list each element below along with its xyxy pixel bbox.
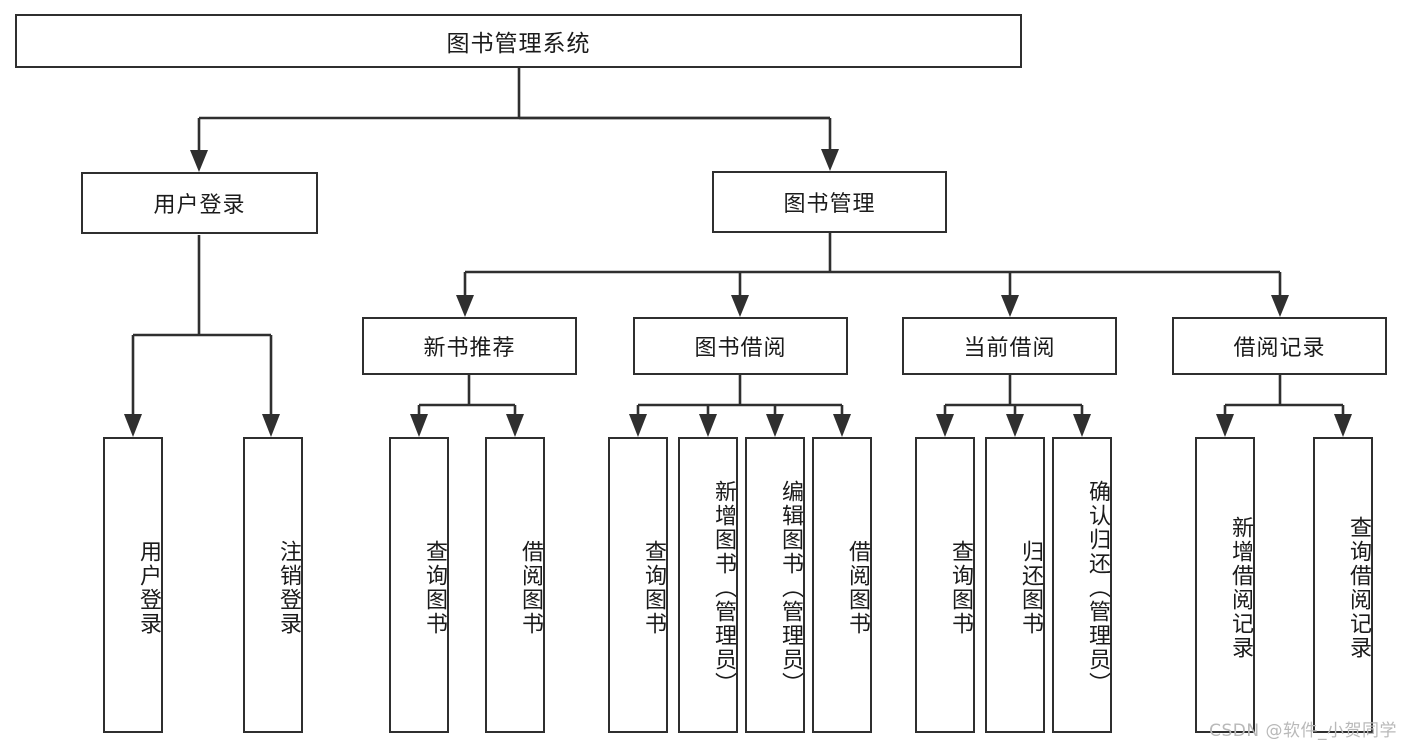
node-label: 图书管理	[783, 192, 876, 217]
leaf-query-book-recommend[interactable]: 查询图书	[389, 437, 449, 733]
node-label: 用户登录	[136, 540, 161, 636]
node-current-borrow[interactable]: 当前借阅	[902, 317, 1117, 375]
node-label: 借阅记录	[1233, 336, 1326, 361]
leaf-return-book[interactable]: 归还图书	[985, 437, 1045, 733]
node-label: 新增图书（管理员）	[711, 480, 736, 696]
leaf-logout[interactable]: 注销登录	[243, 437, 303, 733]
node-label: 查询图书	[641, 540, 666, 636]
leaf-query-book-borrow[interactable]: 查询图书	[608, 437, 668, 733]
node-label: 用户登录	[153, 193, 246, 218]
node-label: 借阅图书	[845, 540, 870, 636]
node-label: 查询图书	[422, 540, 447, 636]
leaf-confirm-return-admin[interactable]: 确认归还（管理员）	[1052, 437, 1112, 733]
node-label: 查询图书	[948, 540, 973, 636]
node-label: 图书管理系统	[446, 31, 591, 57]
leaf-add-borrow-record[interactable]: 新增借阅记录	[1195, 437, 1255, 733]
node-user-login[interactable]: 用户登录	[81, 172, 318, 234]
node-label: 确认归还（管理员）	[1085, 480, 1110, 696]
leaf-user-login[interactable]: 用户登录	[103, 437, 163, 733]
leaf-borrow-book[interactable]: 借阅图书	[812, 437, 872, 733]
node-label: 新增借阅记录	[1228, 516, 1253, 660]
node-book-borrow[interactable]: 图书借阅	[633, 317, 848, 375]
node-label: 归还图书	[1018, 540, 1043, 636]
node-label: 编辑图书（管理员）	[778, 480, 803, 696]
leaf-borrow-book-recommend[interactable]: 借阅图书	[485, 437, 545, 733]
leaf-add-book-admin[interactable]: 新增图书（管理员）	[678, 437, 738, 733]
leaf-query-borrow-record[interactable]: 查询借阅记录	[1313, 437, 1373, 733]
arrowheads	[124, 149, 1352, 437]
node-label: 新书推荐	[423, 336, 516, 361]
leaf-query-book-current[interactable]: 查询图书	[915, 437, 975, 733]
node-label: 注销登录	[276, 540, 301, 636]
node-new-book-recommend[interactable]: 新书推荐	[362, 317, 577, 375]
node-root-system[interactable]: 图书管理系统	[15, 14, 1022, 68]
node-book-management[interactable]: 图书管理	[712, 171, 947, 233]
leaf-edit-book-admin[interactable]: 编辑图书（管理员）	[745, 437, 805, 733]
node-label: 查询借阅记录	[1346, 516, 1371, 660]
node-label: 图书借阅	[694, 336, 787, 361]
csdn-watermark: CSDN @软件_小贺同学	[1209, 721, 1397, 741]
node-label: 借阅图书	[518, 540, 543, 636]
node-borrow-record[interactable]: 借阅记录	[1172, 317, 1387, 375]
node-label: 当前借阅	[963, 336, 1056, 361]
